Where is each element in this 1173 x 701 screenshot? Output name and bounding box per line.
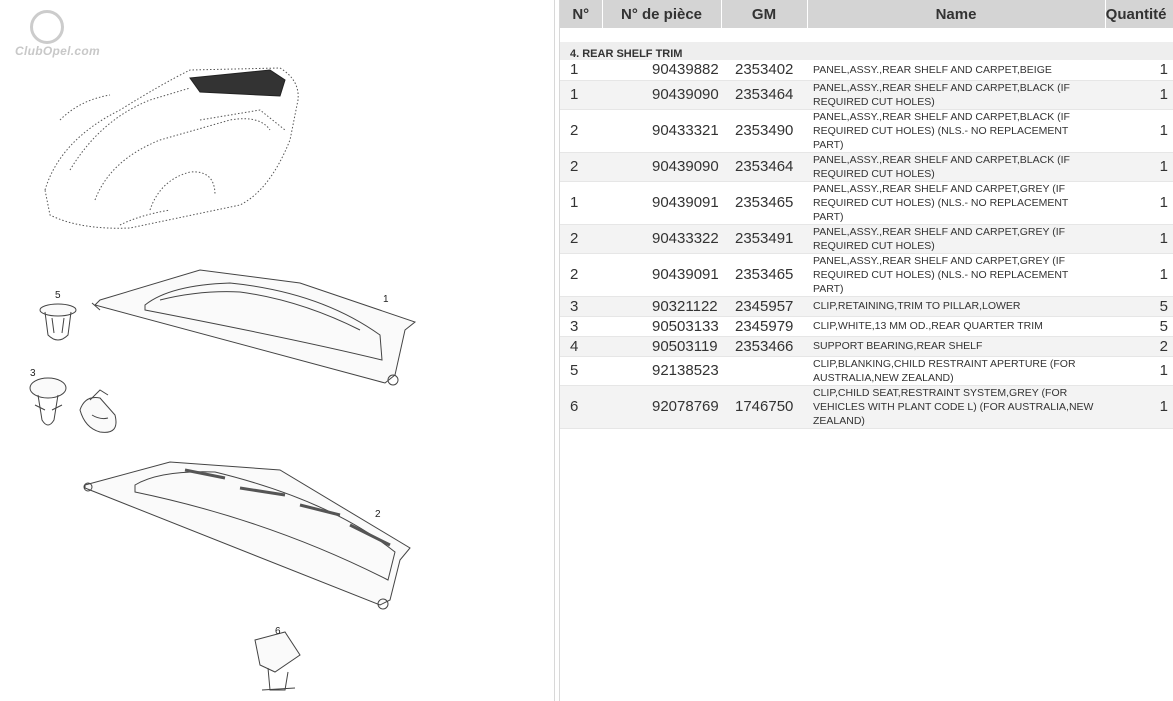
cell-name: PANEL,ASSY.,REAR SHELF AND CARPET,BLACK … — [807, 152, 1105, 182]
table-row[interactable]: 2 90439090 2353464 PANEL,ASSY.,REAR SHEL… — [560, 152, 1173, 182]
cell-gm — [721, 356, 807, 386]
spacer-row — [560, 28, 1173, 42]
parts-list-panel: N° N° de pièce GM Name Quantité 4. REAR … — [560, 0, 1173, 701]
cell-num: 3 — [560, 316, 602, 337]
table-row[interactable]: 1 90439091 2353465 PANEL,ASSY.,REAR SHEL… — [560, 181, 1173, 225]
cell-gm: 2353490 — [721, 109, 807, 153]
cell-qty: 1 — [1105, 80, 1173, 110]
cell-gm: 2345957 — [721, 296, 807, 317]
callout-6: 6 — [275, 626, 281, 637]
cell-part: 90439091 — [602, 253, 721, 297]
table-row[interactable]: 2 90433322 2353491 PANEL,ASSY.,REAR SHEL… — [560, 224, 1173, 254]
cell-num: 5 — [560, 356, 602, 386]
cell-name: CLIP,BLANKING,CHILD RESTRAINT APERTURE (… — [807, 356, 1105, 386]
cell-num: 1 — [560, 181, 602, 225]
cell-qty: 1 — [1105, 181, 1173, 225]
cell-gm: 2353402 — [721, 60, 807, 81]
cell-part: 90433321 — [602, 109, 721, 153]
cell-part: 90439090 — [602, 152, 721, 182]
cell-name: PANEL,ASSY.,REAR SHELF AND CARPET,BEIGE — [807, 60, 1105, 81]
table-header-row: N° N° de pièce GM Name Quantité — [560, 0, 1173, 28]
table-row[interactable]: 4 90503119 2353466 SUPPORT BEARING,REAR … — [560, 336, 1173, 357]
cell-num: 2 — [560, 152, 602, 182]
cell-gm: 2353491 — [721, 224, 807, 254]
cell-gm: 2353464 — [721, 80, 807, 110]
header-part[interactable]: N° de pièce — [602, 0, 722, 28]
cell-gm: 2353465 — [721, 181, 807, 225]
cell-num: 2 — [560, 253, 602, 297]
section-row: 4. REAR SHELF TRIM — [560, 42, 1173, 60]
cell-qty: 5 — [1105, 316, 1173, 337]
panel-divider — [554, 0, 555, 701]
cell-part: 90503119 — [602, 336, 721, 357]
cell-num: 1 — [560, 80, 602, 110]
cell-gm: 2353465 — [721, 253, 807, 297]
cell-part: 90439091 — [602, 181, 721, 225]
cell-qty: 1 — [1105, 152, 1173, 182]
cell-num: 2 — [560, 109, 602, 153]
table-row[interactable]: 5 92138523 CLIP,BLANKING,CHILD RESTRAINT… — [560, 356, 1173, 386]
table-row[interactable]: 2 90433321 2353490 PANEL,ASSY.,REAR SHEL… — [560, 109, 1173, 153]
callout-2: 2 — [375, 509, 381, 520]
cell-name: PANEL,ASSY.,REAR SHELF AND CARPET,GREY (… — [807, 224, 1105, 254]
cell-qty: 5 — [1105, 296, 1173, 317]
parts-diagram: ClubOpel.com — [0, 0, 555, 701]
cell-num: 6 — [560, 385, 602, 429]
cell-qty: 1 — [1105, 385, 1173, 429]
cell-part: 92138523 — [602, 356, 721, 386]
cell-num: 4 — [560, 336, 602, 357]
logo-text: ClubOpel.com — [15, 44, 100, 58]
cell-name: PANEL,ASSY.,REAR SHELF AND CARPET,GREY (… — [807, 181, 1105, 225]
cell-name: SUPPORT BEARING,REAR SHELF — [807, 336, 1105, 357]
table-row[interactable]: 3 90321122 2345957 CLIP,RETAINING,TRIM T… — [560, 296, 1173, 317]
header-qty[interactable]: Quantité — [1105, 0, 1173, 28]
cell-part: 90439090 — [602, 80, 721, 110]
cell-num: 3 — [560, 296, 602, 317]
cell-part: 90439882 — [602, 60, 721, 81]
cell-num: 2 — [560, 224, 602, 254]
cell-gm: 2353466 — [721, 336, 807, 357]
table-row[interactable]: 6 92078769 1746750 CLIP,CHILD SEAT,RESTR… — [560, 385, 1173, 429]
opel-logo-icon — [30, 10, 64, 44]
cell-name: PANEL,ASSY.,REAR SHELF AND CARPET,BLACK … — [807, 109, 1105, 153]
cell-qty: 1 — [1105, 356, 1173, 386]
cell-qty: 2 — [1105, 336, 1173, 357]
cell-part: 92078769 — [602, 385, 721, 429]
table-row[interactable]: 1 90439090 2353464 PANEL,ASSY.,REAR SHEL… — [560, 80, 1173, 110]
callout-5: 5 — [55, 290, 61, 301]
header-name[interactable]: Name — [807, 0, 1106, 28]
cell-name: CLIP,WHITE,13 MM OD.,REAR QUARTER TRIM — [807, 316, 1105, 337]
cell-part: 90503133 — [602, 316, 721, 337]
cell-part: 90433322 — [602, 224, 721, 254]
header-num[interactable]: N° — [560, 0, 603, 28]
parts-table: N° N° de pièce GM Name Quantité 4. REAR … — [560, 0, 1173, 429]
table-row[interactable]: 2 90439091 2353465 PANEL,ASSY.,REAR SHEL… — [560, 253, 1173, 297]
cell-qty: 1 — [1105, 60, 1173, 81]
cell-gm: 2353464 — [721, 152, 807, 182]
cell-name: PANEL,ASSY.,REAR SHELF AND CARPET,GREY (… — [807, 253, 1105, 297]
cell-name: CLIP,CHILD SEAT,RESTRAINT SYSTEM,GREY (F… — [807, 385, 1105, 429]
cell-qty: 1 — [1105, 224, 1173, 254]
cell-name: CLIP,RETAINING,TRIM TO PILLAR,LOWER — [807, 296, 1105, 317]
section-title: 4. REAR SHELF TRIM — [560, 42, 1173, 60]
exploded-view-drawing — [29, 67, 417, 691]
panel-divider-inner — [559, 0, 560, 701]
cell-name: PANEL,ASSY.,REAR SHELF AND CARPET,BLACK … — [807, 80, 1105, 110]
header-gm[interactable]: GM — [721, 0, 808, 28]
table-row[interactable]: 1 90439882 2353402 PANEL,ASSY.,REAR SHEL… — [560, 60, 1173, 81]
cell-gm: 2345979 — [721, 316, 807, 337]
table-row[interactable]: 3 90503133 2345979 CLIP,WHITE,13 MM OD.,… — [560, 316, 1173, 337]
callout-3: 3 — [30, 368, 36, 379]
cell-gm: 1746750 — [721, 385, 807, 429]
cell-part: 90321122 — [602, 296, 721, 317]
callout-1: 1 — [383, 294, 389, 305]
cell-qty: 1 — [1105, 253, 1173, 297]
cell-qty: 1 — [1105, 109, 1173, 153]
cell-num: 1 — [560, 60, 602, 81]
